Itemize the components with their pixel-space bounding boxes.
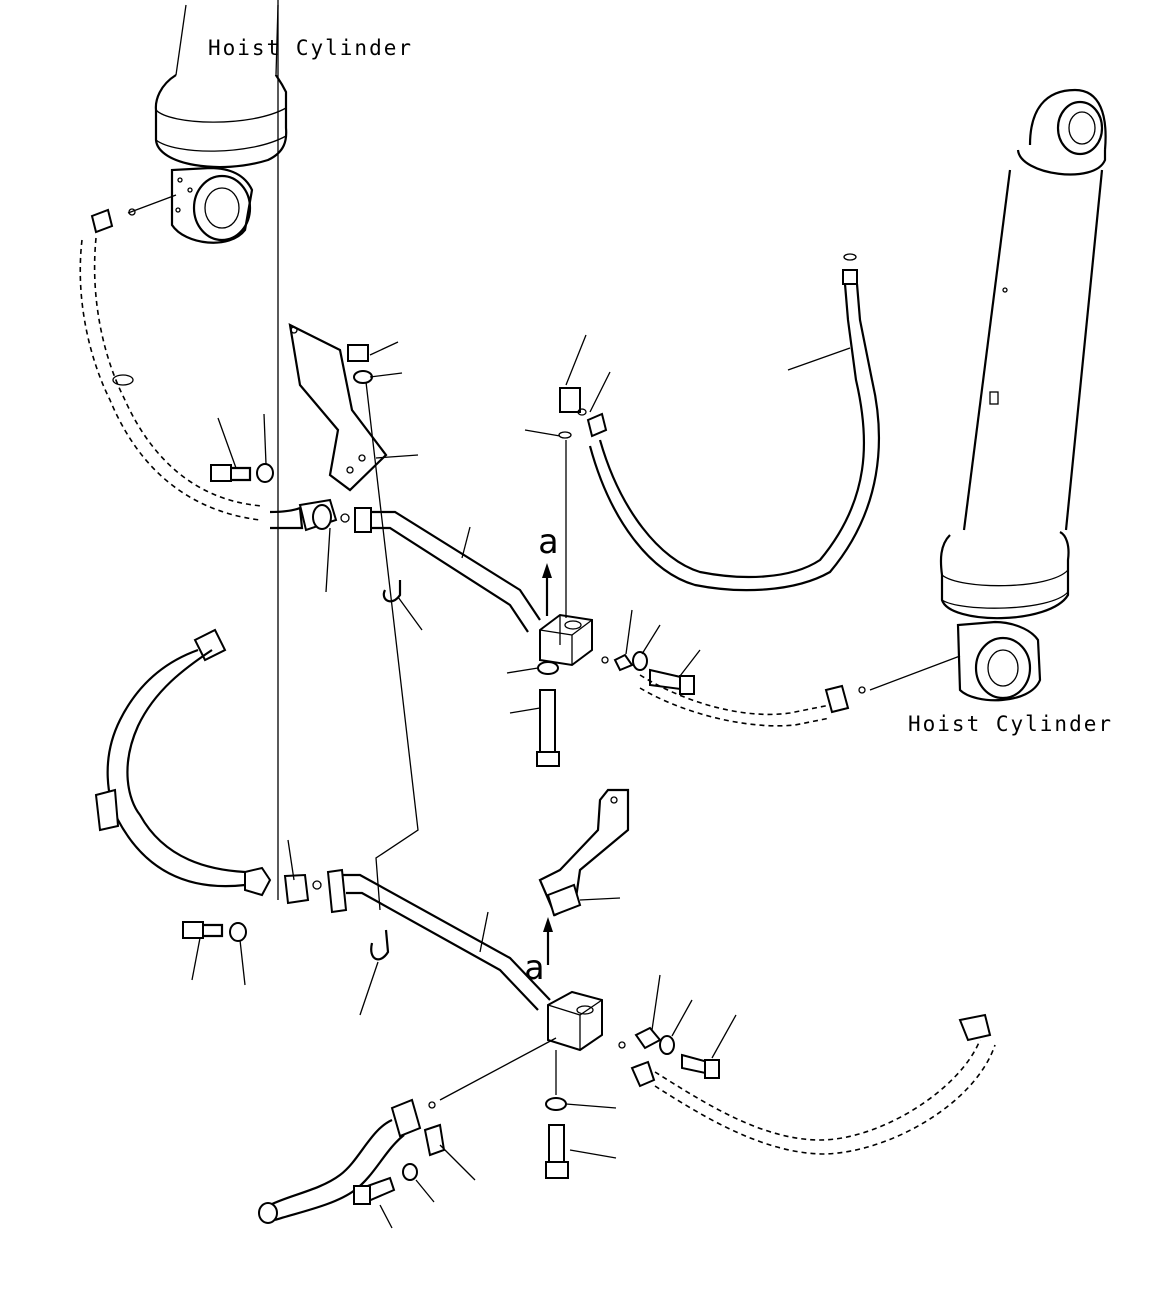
pipe-lower xyxy=(312,868,551,1011)
hose-lower-left xyxy=(94,628,310,905)
fasteners-lower xyxy=(182,921,720,1179)
bracket-upper xyxy=(288,323,388,492)
view-marker-lower: a xyxy=(524,948,545,988)
bracket-lower xyxy=(538,788,630,917)
hose-upper-left xyxy=(79,194,263,521)
hose-right-upper xyxy=(558,253,880,618)
hoist-cylinder-label-right: Hoist Cylinder xyxy=(908,712,1114,736)
hose-lower-bottom xyxy=(258,1037,557,1224)
view-marker-upper: a xyxy=(538,522,559,562)
fasteners-upper xyxy=(210,463,695,767)
hoist-cylinder-top-left xyxy=(154,4,288,244)
hoist-cylinder-right xyxy=(939,88,1107,702)
hose-lower-right xyxy=(630,1013,996,1155)
guide-line-long xyxy=(365,381,419,911)
leader-lines xyxy=(191,0,851,1229)
hose-to-right-cylinder xyxy=(639,655,961,727)
junction-block-upper xyxy=(539,563,593,667)
junction-block-lower xyxy=(543,917,603,1052)
hoist-cylinder-label-top: Hoist Cylinder xyxy=(208,36,414,60)
pipe-upper xyxy=(269,498,541,633)
